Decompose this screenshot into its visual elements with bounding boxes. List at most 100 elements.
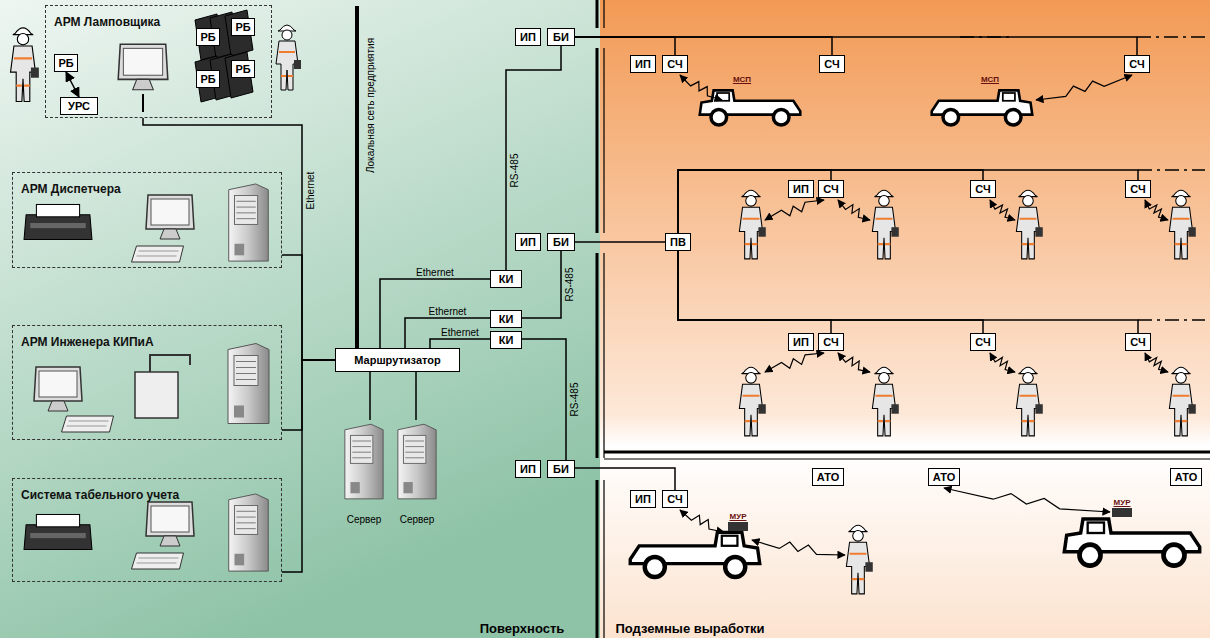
connector-line [282, 255, 335, 360]
radio-link [765, 353, 824, 372]
device-box: ИП [515, 233, 541, 251]
device-box: ИП [788, 180, 814, 198]
device-label: ИП [793, 335, 809, 350]
device-label: БИ [553, 462, 569, 477]
workstation-panel: АРМ Диспетчера [12, 172, 282, 268]
radio-link [1145, 353, 1168, 372]
device-label: СЧ [1130, 182, 1145, 197]
panel-heading: АРМ Инженера КИПиА [21, 335, 154, 349]
device-label: Маршрутизатор [354, 353, 440, 368]
device-box: СЧ [662, 490, 688, 508]
device-box: РБ [231, 60, 255, 78]
signal-label: Ethernet [429, 306, 467, 317]
note-label: Ethernet [306, 171, 317, 209]
connector-line [678, 170, 983, 233]
zone-label: Подземные выработки [615, 621, 764, 636]
device-box: АТО [1170, 468, 1202, 486]
signal-label: RS-485 [509, 153, 520, 187]
panel-heading: Система табельного учета [21, 488, 179, 502]
connector-line [522, 251, 561, 318]
device-label: СЧ [667, 57, 682, 72]
connector-line [678, 170, 1138, 233]
signal-label: Ethernet [416, 267, 454, 278]
workstation-panel: АРМ Инженера КИПиА [12, 325, 282, 440]
workstation-panel: Система табельного учета [12, 478, 282, 582]
panel-heading: АРМ Ламповщика [54, 15, 160, 29]
workstation-panel: АРМ ЛамповщикаРБУРСРБРБРБРБ [45, 5, 272, 118]
device-label: РБ [200, 30, 215, 45]
device-box: АТО [812, 468, 844, 486]
radio-link [990, 353, 1015, 372]
vehicle-tag: МУР [1114, 498, 1131, 507]
connector-line [380, 279, 490, 348]
device-box: СЧ [970, 333, 996, 351]
device-label: СЧ [667, 492, 682, 507]
device-label: КИ [499, 333, 514, 348]
device-box: АТО [928, 468, 960, 486]
signal-label: RS-485 [569, 383, 580, 417]
device-label: СЧ [975, 335, 990, 350]
radio-link [680, 75, 722, 100]
device-label: ИП [793, 182, 809, 197]
device-label: БИ [553, 30, 569, 45]
radio-link [944, 488, 1110, 512]
connector-line [522, 339, 566, 460]
device-box: ПВ [665, 233, 691, 251]
device-label: АТО [933, 470, 955, 485]
device-box: БИ [547, 28, 575, 46]
device-label: УРС [68, 99, 90, 114]
connector-line [66, 72, 79, 97]
device-box: ИП [788, 333, 814, 351]
device-label: ИП [520, 30, 536, 45]
connector-line [678, 170, 831, 233]
signal-label: RS-485 [564, 268, 575, 302]
device-label: АТО [1175, 470, 1197, 485]
device-label: КИ [499, 312, 514, 327]
device-box: ИП [515, 460, 541, 478]
connector-line [678, 251, 1138, 333]
note-label: Локальная сеть предприятия [366, 37, 377, 172]
device-box: СЧ [970, 180, 996, 198]
radio-link [838, 200, 870, 220]
device-label: СЧ [823, 182, 838, 197]
device-label: КИ [499, 272, 514, 287]
device-label: СЧ [824, 57, 839, 72]
device-box: ИП [630, 55, 656, 73]
device-label: ИП [520, 462, 536, 477]
signal-label: Ethernet [441, 327, 479, 338]
connector-line [575, 241, 665, 243]
vehicle-tag: МСП [981, 75, 999, 84]
device-label: РБ [235, 62, 250, 77]
device-box: Маршрутизатор [335, 348, 460, 372]
device-label: РБ [200, 72, 215, 87]
device-box: СЧ [818, 333, 844, 351]
device-box: ИП [515, 28, 541, 46]
device-label: ИП [635, 492, 651, 507]
device-box: ИП [630, 490, 656, 508]
connector-line [430, 339, 490, 348]
radio-link [680, 510, 724, 532]
device-box: СЧ [1124, 55, 1150, 73]
device-label: РБ [235, 20, 250, 35]
connector-line [405, 318, 490, 348]
device-box: БИ [547, 233, 575, 251]
device-box: РБ [231, 18, 255, 36]
zone-label: Поверхность [480, 621, 565, 636]
radio-link [990, 200, 1015, 220]
vehicle-tag: МУР [730, 512, 747, 521]
device-label: БИ [553, 235, 569, 250]
connector-line [575, 37, 832, 55]
note-label: Сервер [347, 514, 382, 525]
device-box: СЧ [1125, 333, 1151, 351]
device-box: КИ [490, 331, 522, 349]
device-box: РБ [196, 70, 220, 88]
device-box: СЧ [662, 55, 688, 73]
connector-line [282, 360, 335, 430]
device-box: УРС [60, 97, 98, 115]
connector-line [575, 468, 675, 490]
device-label: ИП [520, 235, 536, 250]
device-box: СЧ [819, 55, 845, 73]
device-label: ПВ [670, 235, 686, 250]
